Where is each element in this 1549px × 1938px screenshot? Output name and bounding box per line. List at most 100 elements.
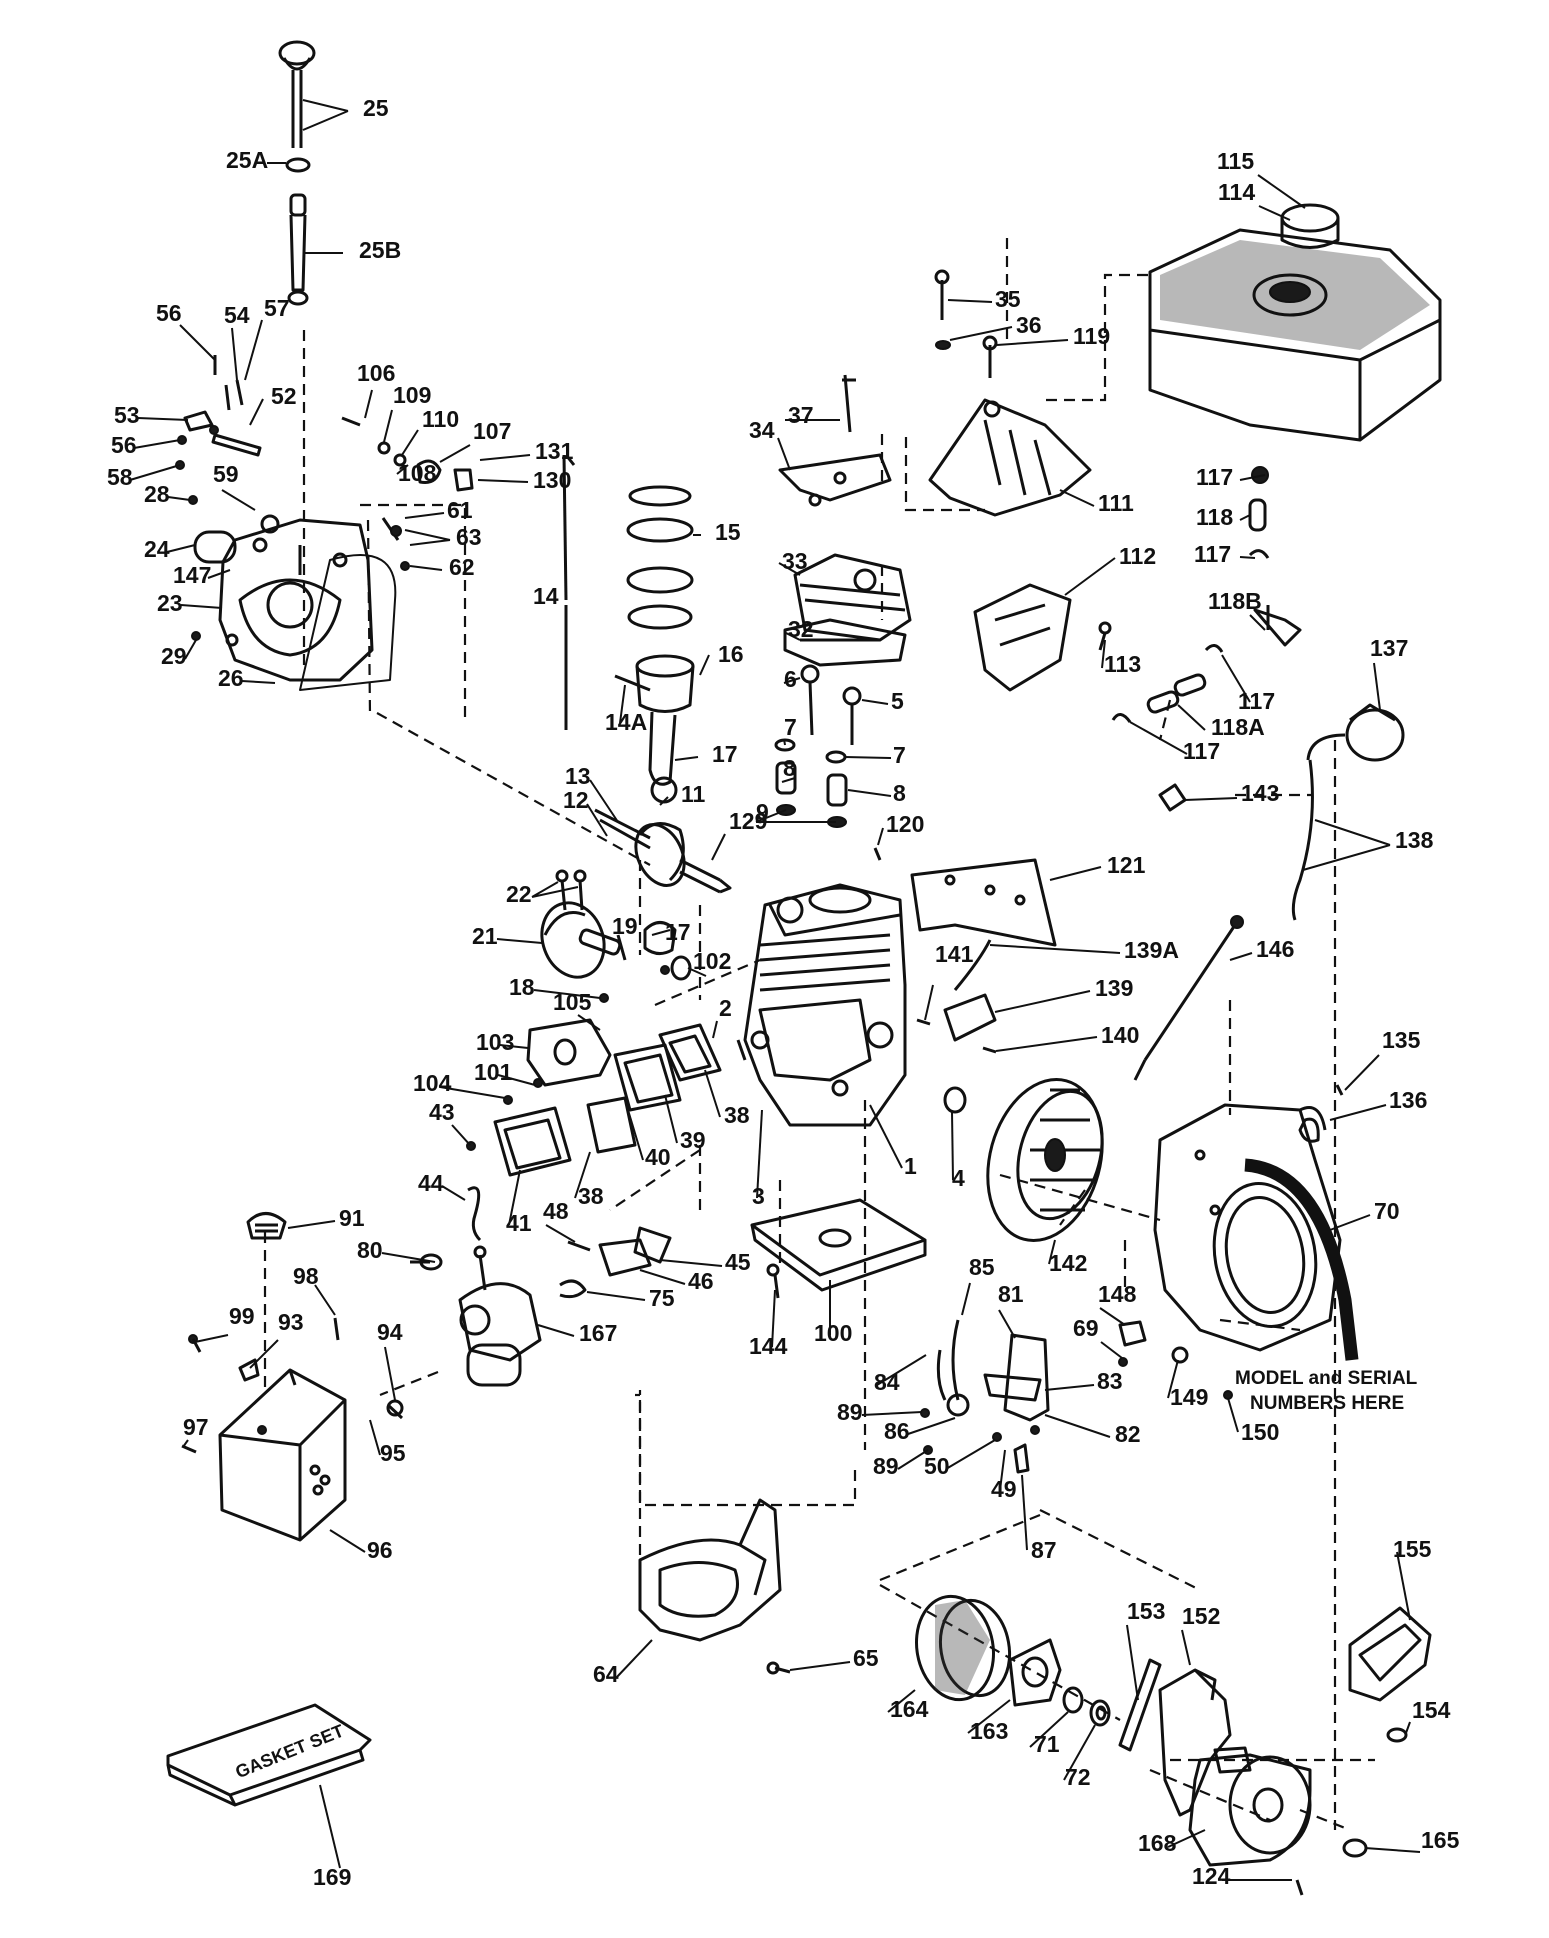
part-label-p53: 53 (114, 402, 140, 428)
part-label-p112: 112 (1119, 543, 1156, 569)
part-label-p8a: 8 (783, 755, 796, 781)
crankshaft (594, 808, 732, 894)
air-cleaner-assembly (181, 1212, 347, 1542)
part-label-p98: 98 (293, 1263, 319, 1289)
dipstick-assembly (278, 40, 316, 306)
blower-housing (1153, 1084, 1359, 1361)
part-label-p118b: 118B (1208, 588, 1262, 614)
part-label-p41: 41 (506, 1210, 532, 1236)
part-label-p2: 2 (719, 995, 732, 1021)
part-label-p70: 70 (1374, 1198, 1400, 1224)
part-label-p52: 52 (271, 383, 297, 409)
model-serial-note: MODEL and SERIAL NUMBERS HERE (1235, 1368, 1418, 1414)
part-label-p91: 91 (339, 1205, 365, 1231)
part-label-p82: 82 (1115, 1421, 1141, 1447)
part-label-p118: 118 (1196, 504, 1233, 530)
engine-bracket-34 (778, 453, 892, 507)
part-label-p152: 152 (1182, 1603, 1220, 1629)
part-label-p155: 155 (1393, 1536, 1432, 1562)
part-label-p129: 129 (729, 808, 767, 834)
part-label-p4: 4 (952, 1165, 965, 1191)
part-label-p58: 58 (107, 464, 133, 490)
part-label-p39: 39 (680, 1127, 706, 1153)
part-label-p25b: 25B (359, 237, 401, 263)
part-label-p18: 18 (509, 974, 535, 1000)
part-label-p99: 99 (229, 1303, 255, 1329)
part-label-p83: 83 (1097, 1368, 1123, 1394)
part-label-p49: 49 (991, 1476, 1017, 1502)
part-label-p139a: 139A (1124, 937, 1179, 963)
engine-base-plate (750, 1198, 927, 1299)
part-label-p96: 96 (367, 1537, 393, 1563)
part-label-p85: 85 (969, 1254, 995, 1280)
part-label-p100: 100 (814, 1320, 852, 1346)
part-label-p14a: 14A (605, 709, 647, 735)
part-label-p7a: 7 (784, 714, 797, 740)
part-label-p48: 48 (543, 1198, 569, 1224)
part-label-p50: 50 (924, 1453, 950, 1479)
part-label-p95: 95 (380, 1440, 406, 1466)
part-label-p16: 16 (718, 641, 744, 667)
camshaft-gear (540, 869, 622, 979)
part-label-p114: 114 (1218, 179, 1255, 205)
part-label-p65: 65 (853, 1645, 879, 1671)
part-label-p61: 61 (447, 497, 473, 523)
piston-and-rings (562, 454, 695, 804)
part-label-p71: 71 (1034, 1731, 1060, 1757)
part-label-p28: 28 (144, 481, 170, 507)
part-label-p118a: 118A (1211, 714, 1265, 740)
part-label-p165: 165 (1421, 1827, 1460, 1853)
part-label-p34: 34 (749, 417, 775, 443)
part-label-p117a: 117 (1196, 464, 1233, 490)
part-label-p22: 22 (506, 881, 532, 907)
part-label-p102: 102 (693, 948, 731, 974)
bracket-112 (973, 583, 1112, 692)
part-label-p15: 15 (715, 519, 741, 545)
part-label-p101: 101 (474, 1059, 513, 1085)
starter-cup-housing (638, 1498, 791, 1675)
part-label-p75: 75 (649, 1285, 675, 1311)
part-label-p167: 167 (579, 1320, 617, 1346)
ignition-armature (916, 939, 997, 1054)
air-shield-121 (873, 847, 1057, 947)
part-label-p117c: 117 (1238, 688, 1275, 714)
part-label-p94: 94 (377, 1319, 403, 1345)
part-label-p93: 93 (278, 1309, 304, 1335)
part-label-p164: 164 (890, 1696, 929, 1722)
part-label-p63: 63 (456, 524, 482, 550)
part-label-p17b: 17 (665, 919, 691, 945)
part-label-p3: 3 (752, 1183, 765, 1209)
part-label-p109: 109 (393, 382, 431, 408)
part-label-p56b: 56 (111, 432, 137, 458)
part-label-p108: 108 (398, 460, 437, 486)
part-label-p130: 130 (533, 467, 571, 493)
part-label-p84: 84 (874, 1369, 900, 1395)
part-label-p89b: 89 (873, 1453, 899, 1479)
part-label-p135: 135 (1382, 1027, 1421, 1053)
part-label-p43: 43 (429, 1099, 455, 1125)
part-label-p150: 150 (1241, 1419, 1279, 1445)
part-label-p149: 149 (1170, 1384, 1208, 1410)
part-label-p21: 21 (472, 923, 498, 949)
part-label-p11: 11 (681, 781, 706, 807)
part-label-p32: 32 (788, 616, 814, 642)
part-label-p45: 45 (725, 1249, 751, 1275)
part-label-p97: 97 (183, 1414, 209, 1440)
part-label-p33: 33 (782, 548, 808, 574)
part-label-p131: 131 (535, 438, 574, 464)
fuel-line-parts (1111, 466, 1302, 723)
part-label-p142: 142 (1049, 1250, 1087, 1276)
part-label-p7b: 7 (893, 742, 906, 768)
part-label-p147: 147 (173, 562, 211, 588)
part-label-p104: 104 (413, 1070, 452, 1096)
part-label-p89a: 89 (837, 1399, 863, 1425)
part-label-p80: 80 (357, 1237, 383, 1263)
carburetor (333, 1226, 672, 1420)
part-label-p146: 146 (1256, 936, 1294, 962)
fuel-tank-bracket (928, 269, 1092, 517)
part-label-p69: 69 (1073, 1315, 1099, 1341)
part-label-p38a: 38 (724, 1102, 750, 1128)
part-label-p9: 9 (756, 799, 769, 825)
